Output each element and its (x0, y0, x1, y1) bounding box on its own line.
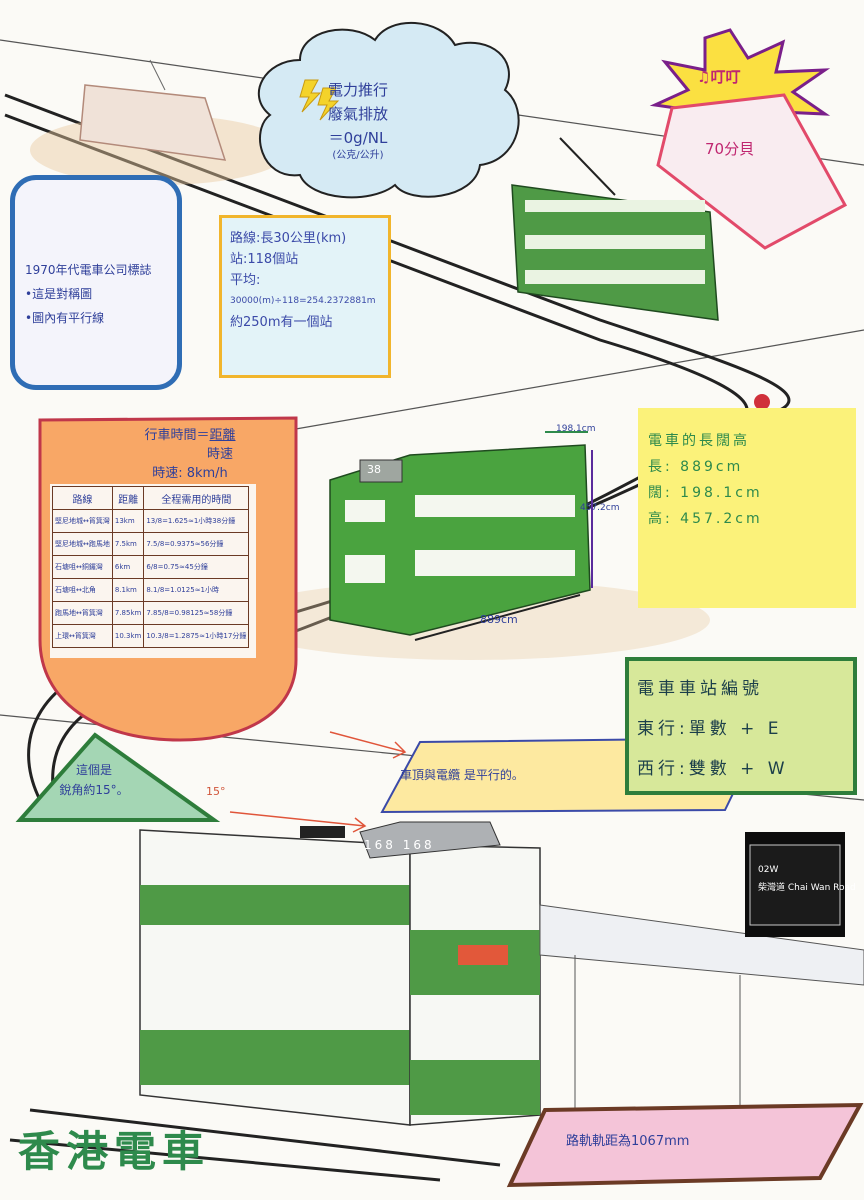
table-cell: 石塘咀↔北角 (52, 578, 113, 602)
cloud-text: 電力推行 廢氣排放 ＝0g/NL (公克/公升) (298, 78, 418, 162)
station-east: 東行:單數 + E (637, 719, 783, 739)
platform-drawing (539, 832, 864, 1180)
table-cell: 上環↔筲箕灣 (52, 624, 113, 648)
sound-box-shape (656, 93, 848, 250)
angle-note-line: 銳角約15°。 (59, 783, 129, 797)
table-cell: 跑馬地↔筲箕灣 (52, 601, 113, 625)
table-cell: 10.3km (111, 624, 145, 648)
logo-fact: •圖內有平行線 (25, 311, 105, 325)
tram-length-label: 889cm (480, 613, 518, 626)
route-length: 路線:長30公里(km) (230, 231, 347, 246)
station-west: 西行:雙數 + W (637, 759, 789, 779)
table-row: 堅尼地城↔筲箕灣 13km 13/8=1.625≈1小時38分鐘 (52, 509, 250, 533)
speed-label: 時速: 8km/h (152, 466, 228, 481)
cloud-unit: (公克/公升) (332, 150, 384, 161)
table-cell: 13km (111, 509, 145, 533)
dimensions-title: 電車的長闊高 (648, 433, 750, 449)
dimension-length: 長: 889cm (648, 459, 744, 475)
table-cell: 13/8=1.625≈1小時38分鐘 (143, 509, 250, 533)
gauge-note-shape (506, 1102, 864, 1188)
table-cell: 8.1km (111, 578, 145, 602)
tram-height-label: 457.2cm (580, 503, 620, 513)
table-cell: 堅尼地城↔筲箕灣 (52, 509, 113, 533)
logo-box: 1970年代電車公司標誌 •這是對稱圖 •圖內有平行線 (10, 175, 182, 390)
table-row: 石塘咀↔銅鑼灣 6km 6/8=0.75≈45分鐘 (52, 555, 250, 579)
station-sign-text: 柴灣道 Chai Wan Road (758, 883, 856, 893)
ding-label: ♫叮叮 (697, 68, 741, 86)
logo-caption: 1970年代電車公司標誌 (25, 263, 152, 277)
tram-middle-drawing (329, 431, 593, 641)
station-numbering-box: 電車車站編號 東行:單數 + E 西行:雙數 + W (625, 657, 857, 795)
tram-fleet-number: 168 168 (364, 838, 435, 852)
table-cell: 堅尼地城↔跑馬地 (52, 532, 113, 556)
angle-note-line: 這個是 (75, 763, 112, 777)
travel-time-formula: 行車時間＝距離 時速 時速: 8km/h (90, 426, 290, 483)
table-cell: 7.5km (111, 532, 145, 556)
table-cell: 7.85/8=0.98125≈58分鐘 (143, 601, 250, 625)
tram-upper-drawing (511, 137, 719, 321)
route-stations: 站:118個站 (230, 252, 299, 267)
table-cell: 6km (111, 555, 145, 579)
dimension-width: 闊: 198.1cm (648, 485, 763, 501)
table-cell: 10.3/8=1.2875≈1小時17分鐘 (143, 624, 250, 648)
formula-left: 行車時間＝ (144, 428, 210, 443)
table-cell: 7.5/8=0.9375≈56分鐘 (143, 532, 250, 556)
triangle-shape (15, 732, 221, 822)
route-calculation: 30000(m)÷118=254.2372881m (230, 296, 376, 306)
cloud-line: ＝0g/NL (328, 129, 388, 147)
cloud-shape (257, 21, 520, 199)
tram-width-label: 198.1cm (556, 424, 596, 434)
cloud-line: 廢氣排放 (327, 105, 388, 123)
angle-label: 15° (206, 785, 226, 798)
station-sign-code: 02W (758, 865, 779, 875)
formula-numerator: 距離 (209, 428, 236, 443)
formula-denominator: 時速 (206, 447, 233, 462)
tram-front-drawing (139, 821, 541, 1126)
decibel-label: 70分貝 (705, 140, 755, 158)
table-row: 跑馬地↔筲箕灣 7.85km 7.85/8=0.98125≈58分鐘 (52, 601, 250, 625)
poster-title: 香港電車 (18, 1127, 211, 1176)
header-route: 路線 (52, 486, 113, 510)
parallel-note: 車頂與電纜 是平行的。 (400, 768, 524, 782)
route-average-label: 平均: (230, 273, 261, 288)
table-header-row: 路線 距離 全程需用的時間 (52, 486, 250, 510)
table-cell: 7.85km (111, 601, 145, 625)
dimensions-note: 電車的長闊高 長: 889cm 闊: 198.1cm 高: 457.2cm (638, 408, 856, 608)
table-row: 堅尼地城↔跑馬地 7.5km 7.5/8=0.9375≈56分鐘 (52, 532, 250, 556)
cloud-line: 電力推行 (327, 81, 388, 99)
pushpin-icon (754, 394, 770, 410)
header-distance: 距離 (111, 486, 145, 510)
old-tram-drawing (79, 59, 227, 161)
table-cell: 8.1/8=1.0125≈1小時 (143, 578, 250, 602)
station-title: 電車車站編號 (637, 679, 763, 699)
dimension-height: 高: 457.2cm (648, 511, 763, 527)
travel-time-table: 路線 距離 全程需用的時間 堅尼地城↔筲箕灣 13km 13/8=1.625≈1… (52, 486, 250, 648)
route-result: 約250m有一個站 (230, 315, 333, 330)
lightning-icon (299, 79, 322, 113)
header-time: 全程需用的時間 (143, 486, 250, 510)
table-cell: 石塘咀↔銅鑼灣 (52, 555, 113, 579)
route-info-box: 路線:長30公里(km) 站:118個站 平均: 30000(m)÷118=25… (219, 215, 391, 378)
angle-note: 這個是 銳角約15°。 (34, 760, 154, 800)
tram-route-number: 38 (367, 463, 381, 476)
table-row: 上環↔筲箕灣 10.3km 10.3/8=1.2875≈1小時17分鐘 (52, 624, 250, 648)
lightning-icon (317, 87, 340, 121)
table-row: 石塘咀↔北角 8.1km 8.1/8=1.0125≈1小時 (52, 578, 250, 602)
table-cell: 6/8=0.75≈45分鐘 (143, 555, 250, 579)
logo-fact: •這是對稱圖 (25, 287, 93, 301)
red-arrows (229, 731, 407, 833)
gauge-note: 路軌軌距為1067mm (566, 1134, 690, 1149)
